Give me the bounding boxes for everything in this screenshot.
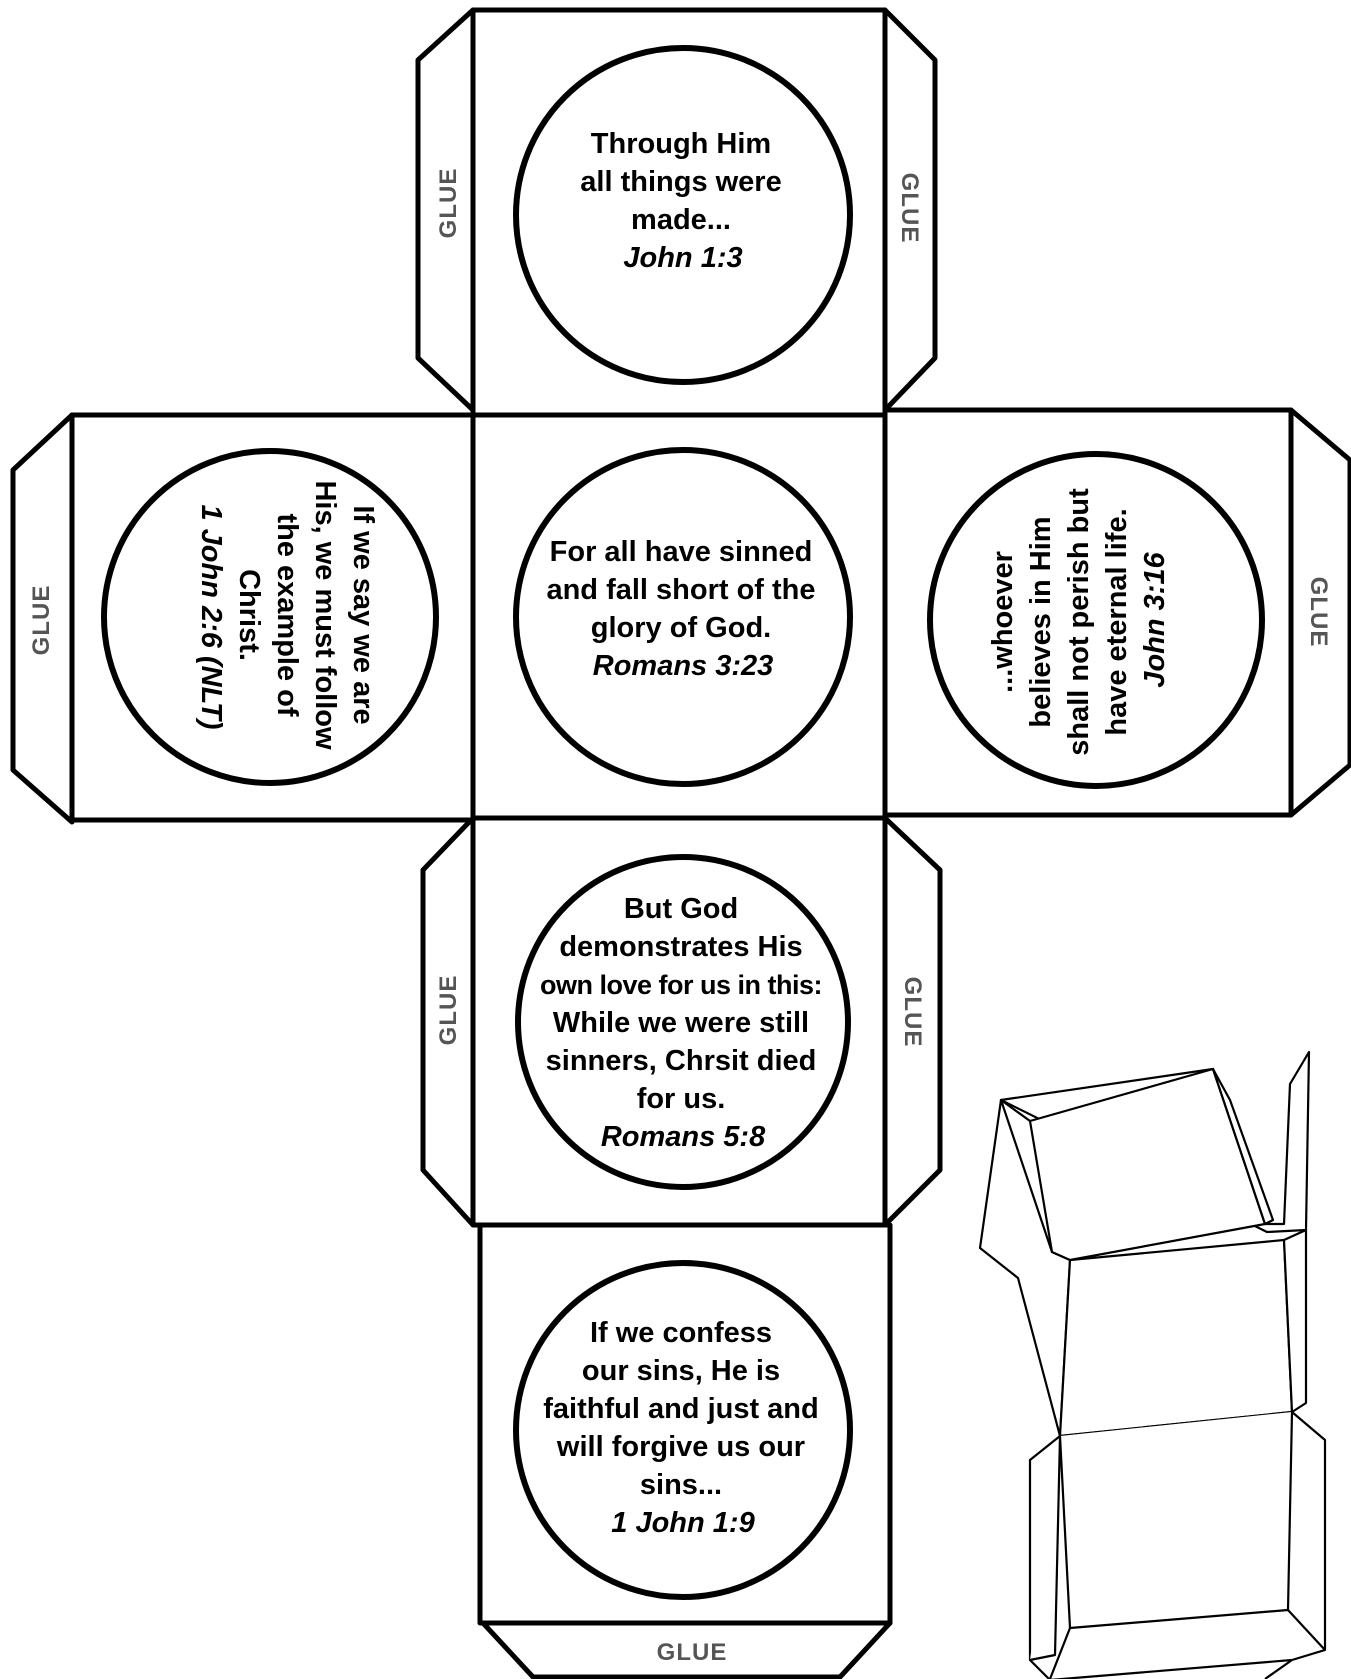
glue-label-bottom: GLUE xyxy=(657,1639,728,1666)
verse-text-left: If we say we are His, we must follow the… xyxy=(195,480,379,753)
verse-line: demonstrates His xyxy=(559,931,802,963)
verse-text-center: For all have sinned and fall short of th… xyxy=(546,536,819,682)
verse-line: have eternal life. xyxy=(1101,508,1133,735)
verse-reference: Romans 3:23 xyxy=(593,650,774,682)
verse-reference: 1 John 1:9 xyxy=(611,1507,754,1539)
verse-line: glory of God. xyxy=(591,612,771,644)
fold-lines xyxy=(70,12,1293,1625)
verse-line: shall not perish but xyxy=(1063,488,1095,756)
verse-reference: Romans 5:8 xyxy=(601,1121,766,1153)
glue-label-top-right: GLUE xyxy=(896,173,923,244)
verse-line: For all have sinned xyxy=(550,536,813,568)
verse-line: own love for us in this: xyxy=(540,970,822,1000)
glue-label-left: GLUE xyxy=(28,585,55,656)
verse-line: made... xyxy=(631,204,731,236)
verse-circles xyxy=(101,45,1265,1600)
glue-label-lower-right: GLUE xyxy=(899,977,926,1048)
verse-reference: 1 John 2:6 (NLT) xyxy=(195,504,227,729)
verse-line: Christ. xyxy=(233,569,265,661)
verse-line: for us. xyxy=(637,1083,726,1115)
verse-line: But God xyxy=(624,893,738,925)
glue-labels: GLUE GLUE GLUE GLUE GLUE GLUE GLUE xyxy=(28,168,1332,1666)
verse-text-lower: But God demonstrates His own love for us… xyxy=(540,893,826,1153)
glue-label-top-left: GLUE xyxy=(435,168,462,239)
verse-circle-right xyxy=(927,451,1265,789)
verse-line: believes in Him xyxy=(1025,516,1057,727)
assembled-box-illustration xyxy=(978,1050,1327,1679)
verse-line: all things were xyxy=(580,166,781,198)
verse-line: the example of xyxy=(271,513,303,716)
verse-line: sins... xyxy=(640,1469,722,1501)
verse-line: ...whoever xyxy=(987,551,1019,693)
verse-line: While we were still xyxy=(553,1007,809,1039)
verse-line: sinners, Chrsit died xyxy=(546,1045,817,1077)
verse-reference: John 1:3 xyxy=(623,242,742,274)
verse-line: will forgive us our xyxy=(556,1431,805,1463)
verse-line: If we confess xyxy=(590,1317,772,1349)
verse-line: faithful and just and xyxy=(543,1393,819,1425)
verse-line: and fall short of the xyxy=(546,574,815,606)
glue-label-lower-left: GLUE xyxy=(435,975,462,1046)
verse-reference: John 3:16 xyxy=(1139,551,1171,687)
verse-circle-lower xyxy=(515,854,851,1190)
verse-text-bottom: If we confess our sins, He is faithful a… xyxy=(543,1317,823,1539)
glue-label-right: GLUE xyxy=(1305,577,1332,648)
verse-circle-center xyxy=(513,447,853,787)
verse-circle-bottom xyxy=(513,1260,853,1600)
verse-text-right: ...whoever believes in Him shall not per… xyxy=(987,484,1171,755)
verse-circle-left xyxy=(101,448,439,786)
verse-text-top: Through Him all things were made... John… xyxy=(580,128,785,274)
verse-line: our sins, He is xyxy=(582,1355,780,1387)
verse-line: If we say we are xyxy=(347,505,379,724)
verse-line: Through Him xyxy=(591,128,771,160)
verse-circle-top xyxy=(513,45,853,385)
verse-line: His, we must follow xyxy=(309,480,341,750)
